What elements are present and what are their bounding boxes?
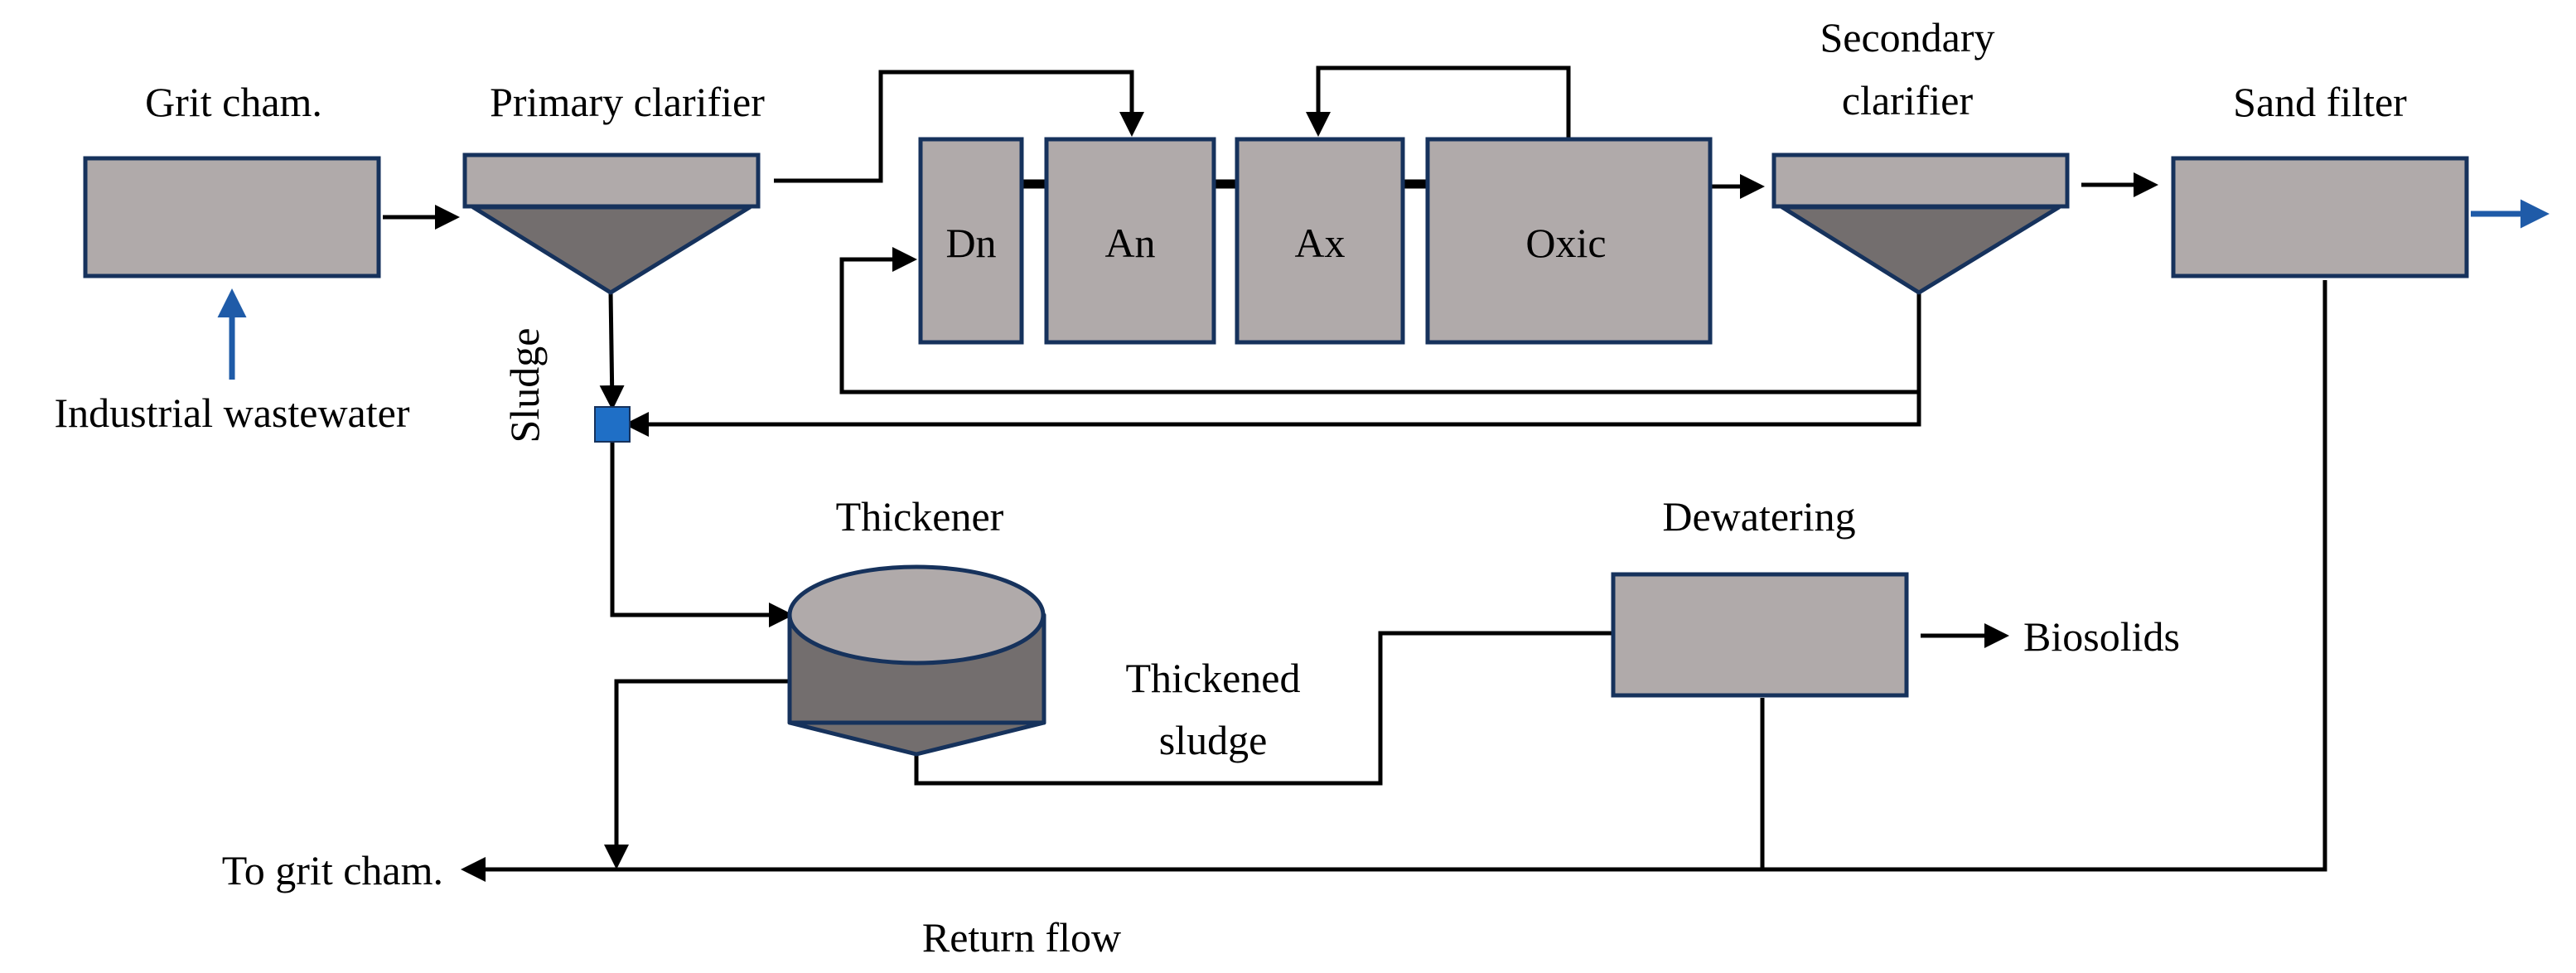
flow-return-activated-sludge [839,247,1921,395]
return-flow-label: Return flow [922,914,1121,961]
flow-internal-recycle [1306,65,1571,139]
flow-primary-sludge [599,291,625,410]
primary-clarifier-hopper [471,205,752,295]
biosolids-label: Biosolids [2023,613,2180,660]
secondary-clarifier-top [1771,152,2070,209]
primary-clarifier-label: Primary clarifier [490,79,765,125]
flow-waste-sludge [624,392,1921,437]
bioreactor-train [918,137,1713,345]
industrial-wastewater-label: Industrial wastewater [54,390,409,436]
flow-primary-to-anaerobic [774,70,1144,183]
thickener-top [787,564,1046,666]
secondary-clarifier-unit [1771,152,2070,295]
secondary-clarifier-label-line1: Secondary [1820,14,1994,61]
dewatering-label: Dewatering [1662,493,1855,540]
reactor-dn-tank [918,137,1024,345]
reactor-ax-tank [1235,137,1405,345]
reactor-oxic-label: Oxic [1525,220,1606,266]
sludge-label: Sludge [501,328,548,443]
flow-junction-to-thickener [610,441,794,627]
thickened-sludge-label-line2: sludge [1159,717,1268,763]
flow-thickened-sludge [914,631,1612,786]
secondary-clarifier-label-line2: clarifier [1842,77,1974,123]
flow-lines [217,65,2549,882]
flow-return-line [461,280,2327,882]
thickener-label: Thickener [836,493,1004,540]
grit-chamber-unit [83,156,381,278]
reactor-dn-label: Dn [945,220,996,266]
grit-chamber-label: Grit cham. [145,79,322,125]
reactor-an-tank [1044,137,1216,345]
reactor-oxic-tank [1425,137,1713,345]
reactor-an-label: An [1104,220,1155,266]
primary-clarifier-unit [462,152,761,295]
reactor-ax-label: Ax [1294,220,1345,266]
secondary-clarifier-hopper [1780,205,2061,295]
flow-thickener-supernatant [604,679,790,869]
dewatering-unit [1611,572,1909,698]
sand-filter-label: Sand filter [2233,79,2407,125]
to-grit-chamber-label: To grit cham. [222,847,443,893]
thickener-cone [787,720,1046,757]
thickener-unit [787,564,1046,757]
sludge-junction [594,406,631,443]
sand-filter-unit [2171,156,2469,278]
thickened-sludge-label-line1: Thickened [1125,655,1300,701]
primary-clarifier-top [462,152,761,209]
